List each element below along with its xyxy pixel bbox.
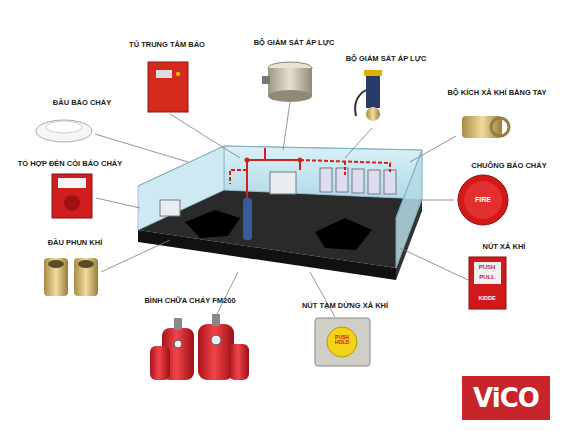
- logo-box: ViCO: [462, 376, 550, 420]
- button-text: PULL: [474, 274, 500, 280]
- callout-label: BỘ GIÁM SÁT ÁP LỰC: [346, 55, 427, 63]
- logo-text: ViCO: [473, 383, 539, 413]
- callout-label: BỘ GIÁM SÁT ÁP LỰC: [254, 39, 335, 47]
- bell-text: FIRE: [468, 196, 498, 203]
- callout-label: TỦ TRUNG TÂM BÁO: [129, 41, 205, 49]
- button-text: PUSH HOLD: [331, 335, 353, 346]
- callout-label: BÌNH CHỮA CHÁY FM200: [144, 297, 235, 305]
- brand-text: KIDDE: [472, 296, 502, 302]
- callout-label: NÚT XẢ KHÍ: [483, 243, 526, 251]
- callout-label: TỔ HỢP ĐÈN CÒI BÁO CHÁY: [18, 160, 123, 168]
- button-text: PUSH: [474, 264, 500, 270]
- callout-label: ĐẦU BÁO CHÁY: [53, 99, 111, 107]
- callout-label: BỘ KÍCH XẢ KHÍ BẰNG TAY: [447, 89, 546, 97]
- callout-label: CHUÔNG BÁO CHÁY: [471, 162, 546, 170]
- callout-label: ĐẦU PHUN KHÍ: [48, 239, 103, 247]
- callout-label: NÚT TẠM DỪNG XẢ KHÍ: [302, 302, 388, 310]
